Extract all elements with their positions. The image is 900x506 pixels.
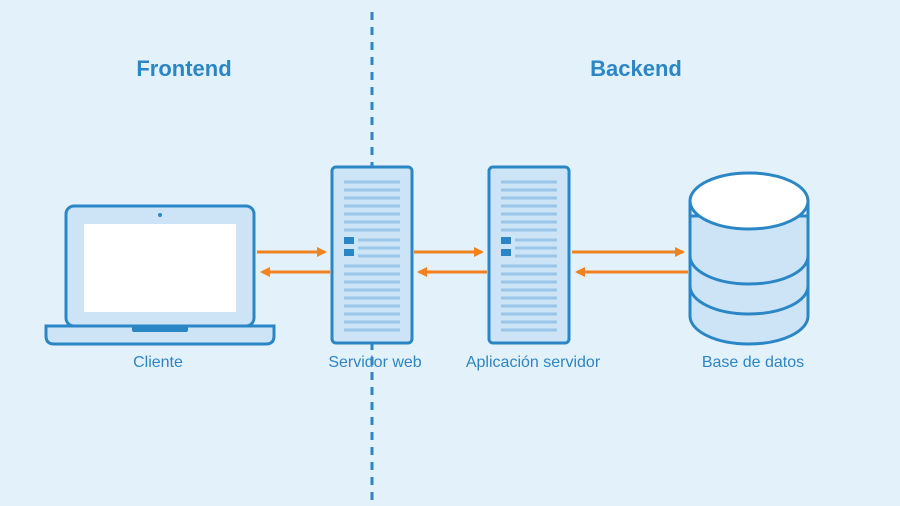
client-label: Cliente	[133, 354, 183, 371]
backend-title: Backend	[590, 56, 682, 81]
database-label: Base de datos	[701, 354, 805, 371]
laptop-icon	[44, 204, 276, 346]
database-icon	[688, 171, 810, 346]
web-server-icon	[330, 165, 414, 345]
app-server-icon	[487, 165, 571, 345]
app-server-label: Aplicación servidor	[465, 354, 601, 371]
frontend-title: Frontend	[136, 56, 232, 81]
web-server-label: Servidor web	[328, 354, 422, 371]
